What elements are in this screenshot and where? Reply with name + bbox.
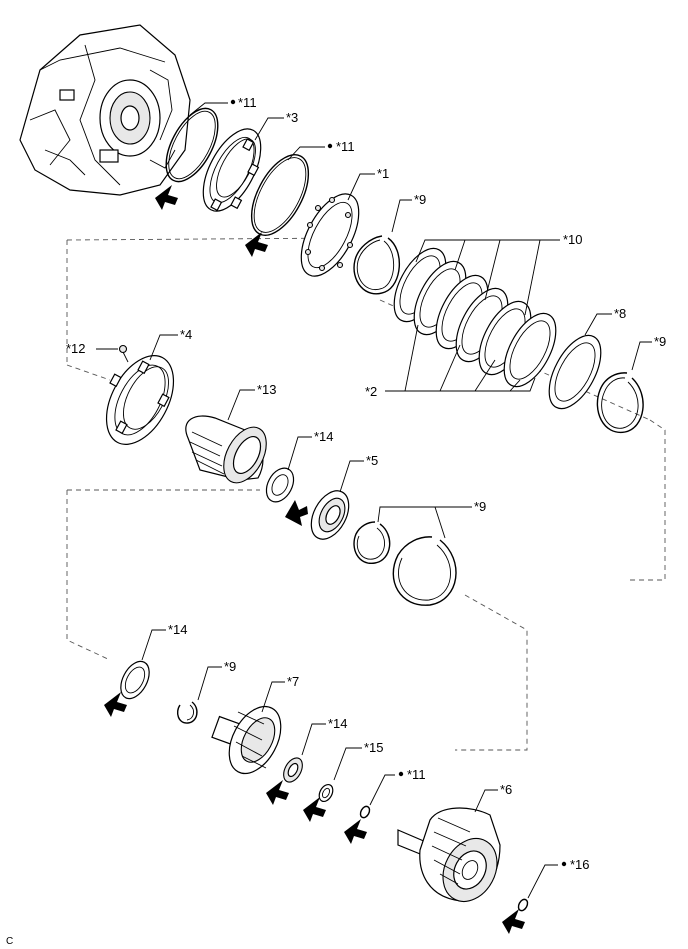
part-8-plate	[548, 334, 602, 410]
snap-ring-9-e	[176, 701, 198, 724]
callout-11-lower: *11	[407, 767, 426, 782]
clutch-plate-f	[503, 312, 557, 388]
clutch-disc-stack	[393, 247, 557, 388]
callout-9-d: *9	[224, 659, 236, 674]
callout-labels: *11 *3 *11 *1 *9 *10 *12 *4 *2 *8 *9 *13…	[6, 95, 666, 947]
o-ring-11-upper	[165, 107, 219, 183]
corner-code: C	[6, 936, 13, 947]
arrow-icon	[502, 909, 525, 934]
thrust-washer-14-c	[283, 757, 303, 783]
callout-4: *4	[180, 327, 192, 342]
install-arrows	[104, 185, 525, 934]
part-3-flange	[202, 128, 262, 212]
leader-lines	[96, 102, 652, 899]
callout-14-a: *14	[314, 429, 334, 444]
callout-11-middle: *11	[336, 139, 355, 154]
callout-13: *13	[257, 382, 277, 397]
part-6-clutch-drum	[397, 807, 501, 902]
snap-ring-9-a	[353, 235, 401, 295]
callout-14-c: *14	[328, 716, 348, 731]
arrow-icon	[245, 232, 268, 257]
callout-6: *6	[500, 782, 512, 797]
callout-9-a: *9	[414, 192, 426, 207]
callout-3: *3	[286, 110, 298, 125]
arrow-icon	[266, 780, 289, 805]
part-4-ring	[105, 355, 175, 445]
arrow-icon	[303, 797, 326, 822]
bullet-icon	[398, 771, 404, 777]
bullet-icon	[230, 99, 236, 105]
callout-8: *8	[614, 306, 626, 321]
thrust-washer-14-b	[120, 660, 150, 700]
callout-14-b: *14	[168, 622, 188, 637]
callout-15: *15	[364, 740, 384, 755]
part-13-drum	[185, 415, 267, 484]
o-ring-11-lower	[359, 805, 371, 819]
arrow-icon	[104, 692, 127, 717]
arrow-icon	[344, 819, 367, 844]
transaxle-case	[19, 24, 191, 196]
callout-16: *16	[570, 857, 590, 872]
washer-15	[318, 783, 334, 803]
assembly-guide-lines	[66, 237, 666, 751]
bullet-icon	[327, 143, 333, 149]
snap-ring-9-c	[353, 521, 391, 564]
part-7-gear	[211, 705, 282, 775]
callout-10: *10	[563, 232, 583, 247]
snap-ring-9-d	[392, 536, 457, 606]
callout-11-upper: *11	[238, 95, 257, 110]
callout-7: *7	[287, 674, 299, 689]
callout-5: *5	[366, 453, 378, 468]
callout-9-b: *9	[654, 334, 666, 349]
callout-1: *1	[377, 166, 389, 181]
callout-12: *12	[66, 341, 86, 356]
part-5-bearing	[310, 490, 350, 540]
arrow-icon	[285, 500, 308, 526]
part-1-ring	[300, 193, 360, 277]
thrust-washer-14-a	[265, 467, 295, 503]
part-12-pin	[118, 344, 129, 363]
o-ring-16	[517, 898, 529, 912]
o-ring-11-middle	[250, 154, 310, 236]
snap-ring-9-b	[596, 372, 644, 433]
callout-9-c: *9	[474, 499, 486, 514]
bullet-icon	[561, 861, 567, 867]
arrow-icon	[155, 185, 178, 210]
callout-2: *2	[365, 384, 377, 399]
